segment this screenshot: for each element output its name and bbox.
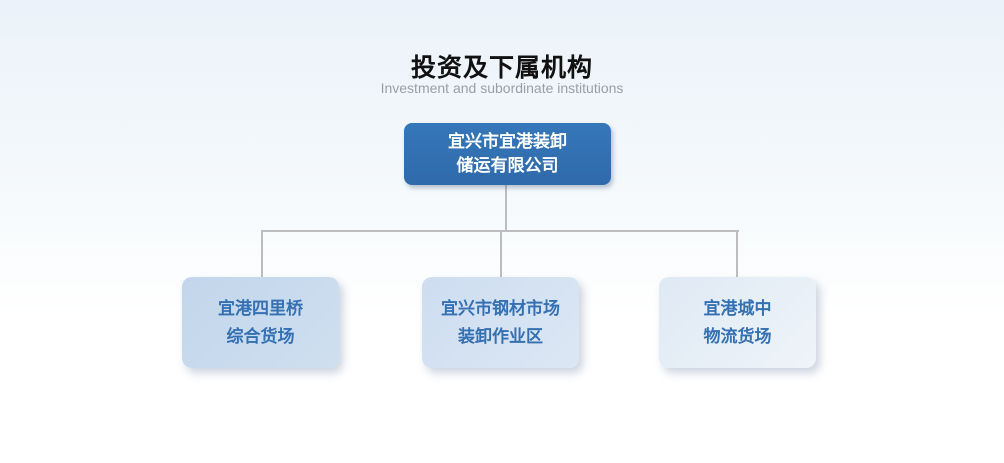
connector-drop-left <box>261 230 263 278</box>
org-node-child-label-line2: 综合货场 <box>226 326 295 346</box>
page-subtitle: Investment and subordinate institutions <box>380 80 624 96</box>
org-node-root-label-line1: 宜兴市宜港装卸 <box>448 132 567 151</box>
org-node-root-label-line2: 储运有限公司 <box>456 156 559 175</box>
connector-drop-right <box>736 230 738 278</box>
org-node-child-steel-market: 宜兴市钢材市场 装卸作业区 <box>422 277 579 368</box>
connector-drop-middle <box>500 230 502 278</box>
org-node-child-label-line1: 宜兴市钢材市场 <box>441 298 560 318</box>
org-node-child-label-line1: 宜港城中 <box>703 298 772 318</box>
page-title: 投资及下属机构 <box>410 54 593 82</box>
org-node-root: 宜兴市宜港装卸 储运有限公司 <box>404 123 611 185</box>
org-node-child-label-line2: 装卸作业区 <box>458 326 543 346</box>
org-node-child-label-line2: 物流货场 <box>703 326 772 346</box>
org-node-child-chengzhong: 宜港城中 物流货场 <box>659 277 816 368</box>
connector-root-drop <box>505 185 507 231</box>
org-node-child-siliqiao: 宜港四里桥 综合货场 <box>182 277 339 368</box>
org-node-child-label-line1: 宜港四里桥 <box>218 298 303 318</box>
